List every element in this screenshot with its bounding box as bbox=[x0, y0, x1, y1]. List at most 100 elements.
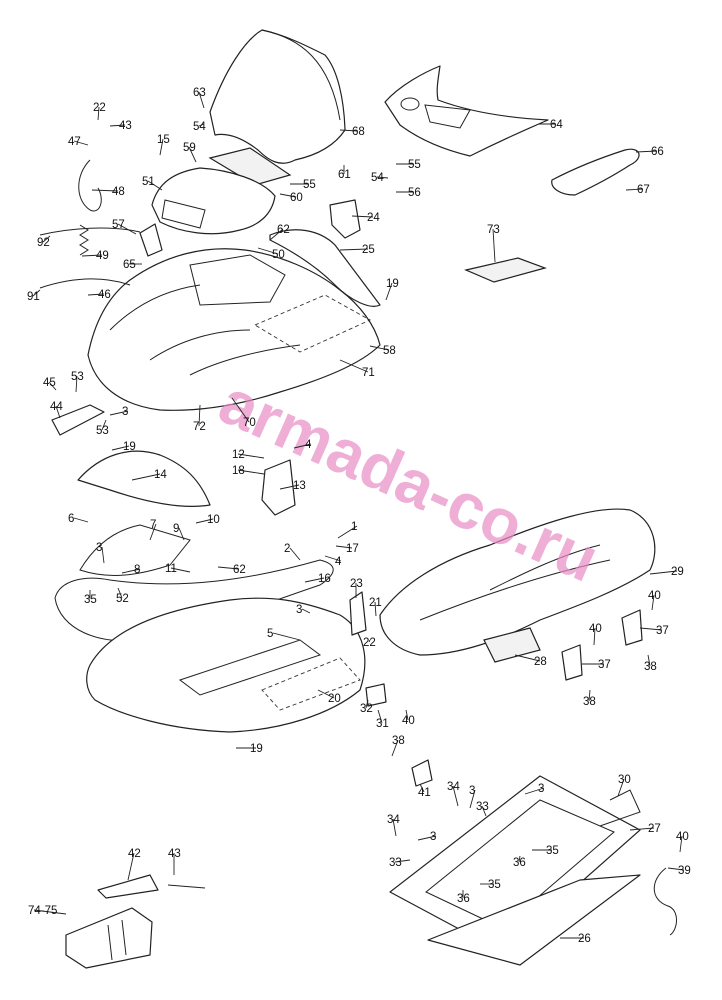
callout-c6: 6 bbox=[68, 513, 74, 525]
leader-line-c46 bbox=[87, 293, 105, 296]
callout-c40d: 40 bbox=[676, 831, 689, 843]
callout-c13: 13 bbox=[293, 480, 306, 492]
callout-c44: 44 bbox=[50, 401, 63, 413]
leader-line-c10 bbox=[195, 518, 214, 524]
callout-c91: 91 bbox=[27, 291, 40, 303]
leader-line-c19a bbox=[385, 282, 393, 301]
leader-line-c41 bbox=[419, 783, 425, 793]
callout-c73: 73 bbox=[487, 224, 500, 236]
main-hood bbox=[87, 248, 381, 411]
leader-line-c2 bbox=[289, 547, 301, 561]
callout-c27: 27 bbox=[648, 823, 661, 835]
leader-line-c7 bbox=[149, 523, 157, 541]
leader-line-c47 bbox=[73, 140, 89, 146]
bumper-bracket-14 bbox=[77, 450, 211, 507]
callout-c51: 51 bbox=[142, 176, 155, 188]
callout-c58: 58 bbox=[383, 345, 396, 357]
leader-line-c40d bbox=[679, 835, 683, 853]
callout-c8: 8 bbox=[134, 564, 140, 576]
callout-c47: 47 bbox=[68, 136, 81, 148]
leader-line-c13 bbox=[279, 484, 300, 490]
callout-c49: 49 bbox=[96, 250, 109, 262]
callout-c52: 52 bbox=[116, 593, 129, 605]
callout-c19b: 19 bbox=[123, 441, 136, 453]
leader-line-c3c bbox=[301, 608, 311, 614]
callout-c25: 25 bbox=[362, 244, 375, 256]
callout-c71: 71 bbox=[362, 367, 375, 379]
callout-c62a: 62 bbox=[277, 224, 290, 236]
callout-c35c: 35 bbox=[488, 879, 501, 891]
callout-c14: 14 bbox=[154, 469, 167, 481]
callout-c57: 57 bbox=[112, 219, 125, 231]
callout-c38a: 38 bbox=[644, 661, 657, 673]
callout-c43a: 43 bbox=[119, 120, 132, 132]
bracket-24 bbox=[329, 199, 361, 239]
callout-c4b: 4 bbox=[335, 556, 342, 568]
callout-c30: 30 bbox=[618, 774, 631, 786]
callout-c17: 17 bbox=[346, 543, 359, 555]
leader-line-c54a bbox=[198, 123, 205, 127]
leader-line-c29 bbox=[649, 570, 678, 575]
leader-line-c37a bbox=[639, 627, 663, 631]
callout-c68: 68 bbox=[352, 126, 365, 138]
callout-c15: 15 bbox=[157, 134, 170, 146]
leader-line-c34b bbox=[392, 818, 397, 837]
callout-c46: 46 bbox=[98, 289, 111, 301]
leader-line-c9 bbox=[178, 527, 185, 541]
leader-line-c4b bbox=[324, 555, 342, 562]
callout-c16: 16 bbox=[318, 573, 331, 585]
callout-c3b: 3 bbox=[122, 406, 128, 418]
leader-line-c62b bbox=[217, 566, 240, 570]
callout-c10: 10 bbox=[207, 514, 220, 526]
callout-c3a: 3 bbox=[96, 542, 102, 554]
callout-c5: 5 bbox=[267, 628, 273, 640]
leader-line-c62a bbox=[269, 228, 284, 241]
leader-line-c16 bbox=[304, 577, 325, 583]
leader-line-c59 bbox=[188, 146, 197, 163]
leader-line-c3b bbox=[109, 410, 129, 416]
callout-c55a: 55 bbox=[303, 179, 316, 191]
callout-c55b: 55 bbox=[408, 159, 421, 171]
callout-c45: 45 bbox=[43, 377, 56, 389]
callout-c3d: 3 bbox=[469, 785, 475, 797]
callout-c39: 39 bbox=[678, 865, 691, 877]
windshield bbox=[209, 29, 346, 164]
leader-line-c44 bbox=[55, 405, 61, 419]
leader-line-c12 bbox=[237, 453, 265, 459]
leader-line-c18 bbox=[237, 469, 265, 475]
console-panel bbox=[384, 65, 549, 157]
leader-line-c40b bbox=[593, 627, 596, 646]
callout-c19c: 19 bbox=[250, 743, 263, 755]
callout-c11: 11 bbox=[165, 563, 177, 575]
callout-c53a: 53 bbox=[71, 371, 84, 383]
leader-line-c19b bbox=[111, 445, 130, 451]
callout-c64: 64 bbox=[550, 119, 563, 131]
callout-c37b: 37 bbox=[598, 659, 611, 671]
leader-line-c30 bbox=[617, 778, 625, 797]
leader-line-c31 bbox=[377, 709, 383, 724]
leader-line-c3a bbox=[101, 546, 105, 564]
leader-line-c51 bbox=[147, 180, 163, 191]
callout-c50: 50 bbox=[272, 249, 285, 261]
leader-line-c36a bbox=[518, 855, 521, 863]
side-trim bbox=[551, 148, 640, 196]
leader-line-c20 bbox=[317, 689, 335, 699]
callout-c42: 42 bbox=[128, 848, 141, 860]
bracket-32 bbox=[365, 683, 387, 707]
callout-c41: 41 bbox=[418, 787, 431, 799]
leader-line-c3d bbox=[469, 789, 476, 809]
bracket-37a bbox=[621, 609, 643, 646]
callout-c33a: 33 bbox=[476, 801, 489, 813]
bracket-42 bbox=[97, 874, 159, 899]
leader-line-c43a bbox=[109, 124, 126, 127]
leader-line-c6 bbox=[73, 517, 89, 523]
callout-c32: 32 bbox=[360, 703, 373, 715]
leader-line-c39 bbox=[667, 867, 685, 871]
callout-c40a: 40 bbox=[648, 590, 661, 602]
callout-c34b: 34 bbox=[387, 814, 400, 826]
bracket-13 bbox=[261, 459, 296, 516]
front-frame-6 bbox=[79, 524, 191, 576]
callout-c63: 63 bbox=[193, 87, 206, 99]
callout-c22b: 22 bbox=[363, 637, 376, 649]
